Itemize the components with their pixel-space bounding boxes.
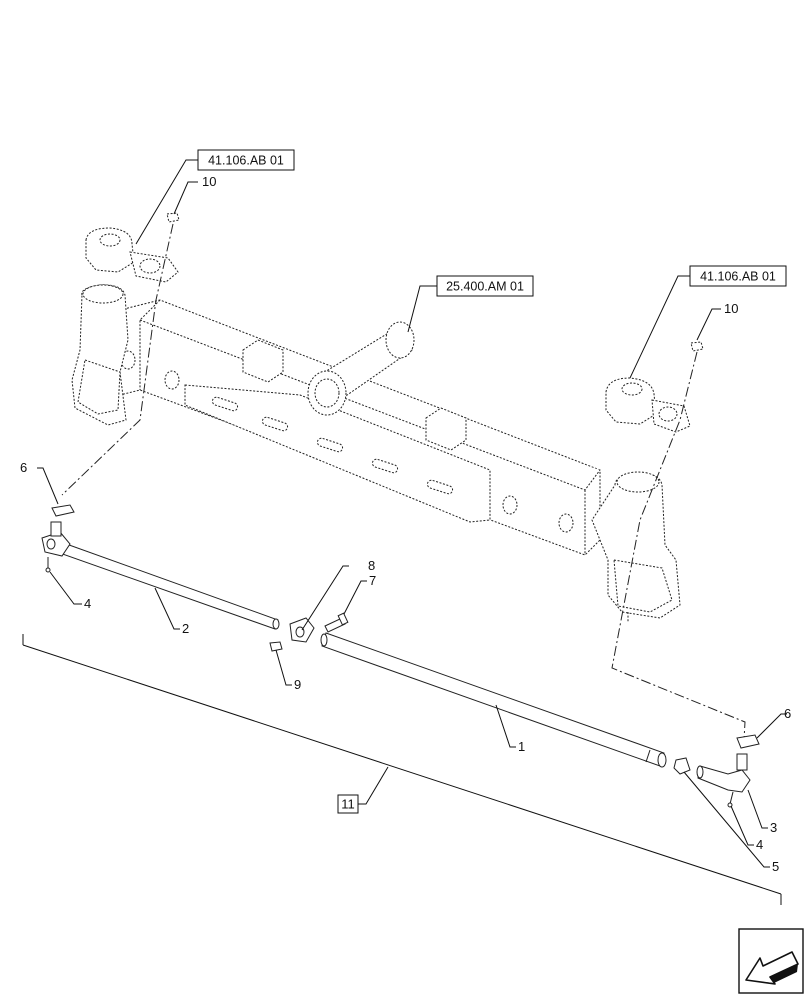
callout-tie-rod-long: 1 (518, 739, 525, 754)
tie-rod-end-left (41, 521, 71, 557)
callout-bolt: 7 (369, 573, 376, 588)
bolt (324, 612, 349, 633)
assembly-bracket (22, 634, 782, 905)
leader-lines (37, 159, 787, 868)
callout-nut: 5 (772, 859, 779, 874)
callout-clamp: 8 (368, 558, 375, 573)
callout-grease-fitting-right: 4 (756, 837, 763, 852)
steering-arm-left (85, 227, 179, 283)
ref-box-axle[interactable]: 25.400.AM 01 (436, 275, 534, 297)
grease-fitting-left (45, 557, 51, 573)
grease-fitting-right (727, 791, 734, 808)
nut-top-left (166, 212, 180, 223)
ref-label-axle: 25.400.AM 01 (446, 280, 524, 294)
centerline-left (61, 223, 174, 496)
callout-grease-fitting-left: 4 (84, 596, 91, 611)
nut-top-right (690, 341, 704, 352)
ref-box-knuckle-right[interactable]: 41.106.AB 01 (689, 265, 787, 287)
tie-rod-long (320, 632, 667, 768)
nut (673, 757, 691, 775)
page-arrow-icon[interactable] (738, 928, 804, 994)
seal-left (51, 504, 75, 517)
front-axle-housing (71, 284, 681, 622)
tie-rod-end-right (696, 753, 751, 793)
callout-seal-left: 6 (20, 460, 27, 475)
callout-nut-top-left: 10 (202, 174, 216, 189)
callout-tie-rod-end: 3 (770, 820, 777, 835)
centerline-right (611, 351, 746, 741)
callout-seal-right: 6 (784, 706, 791, 721)
ref-label-knuckle-left: 41.106.AB 01 (208, 154, 284, 168)
tie-rod-short (53, 540, 280, 630)
callout-clamp-nut: 9 (294, 677, 301, 692)
callout-assembly: 11 (337, 794, 359, 814)
steering-arm-right (605, 377, 691, 433)
callout-tie-rod-short: 2 (182, 621, 189, 636)
callout-nut-top-right: 10 (724, 301, 738, 316)
seal-right (736, 734, 760, 749)
clamp-nut (269, 641, 283, 652)
ref-label-knuckle-right: 41.106.AB 01 (700, 270, 776, 284)
callout-assembly-label: 11 (341, 797, 355, 812)
ref-box-knuckle-left[interactable]: 41.106.AB 01 (197, 149, 295, 171)
